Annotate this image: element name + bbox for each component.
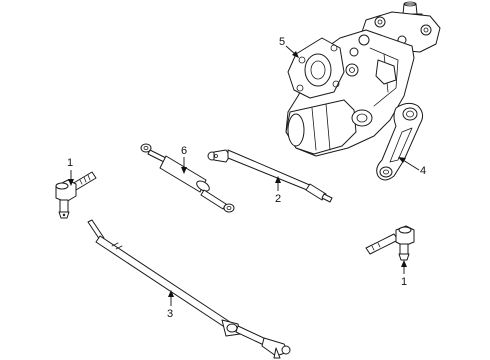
callout-pitman-arm: 4 <box>398 157 426 177</box>
callout-label: 2 <box>275 193 281 205</box>
callout-drag-link: 2 <box>275 176 281 205</box>
callout-label: 4 <box>420 165 426 177</box>
steering-gear <box>285 1 441 157</box>
tie-rod-end-left <box>55 171 97 219</box>
callout-tie-rod-end-left: 1 <box>67 157 74 186</box>
callout-label: 1 <box>67 157 73 169</box>
callout-tie-rod-end-right: 1 <box>401 260 407 288</box>
relay-rod <box>87 219 291 359</box>
tie-rod-end-right <box>365 225 415 261</box>
callout-label: 6 <box>181 145 187 157</box>
callout-relay-rod: 3 <box>167 290 174 320</box>
drag-link <box>207 149 333 203</box>
steering-damper <box>140 143 235 213</box>
pitman-arm <box>376 102 424 181</box>
callout-steering-gear: 5 <box>279 36 299 58</box>
callout-label: 3 <box>167 308 173 320</box>
callout-label: 1 <box>401 276 407 288</box>
callout-label: 5 <box>279 36 285 48</box>
callout-steering-damper: 6 <box>181 145 187 174</box>
